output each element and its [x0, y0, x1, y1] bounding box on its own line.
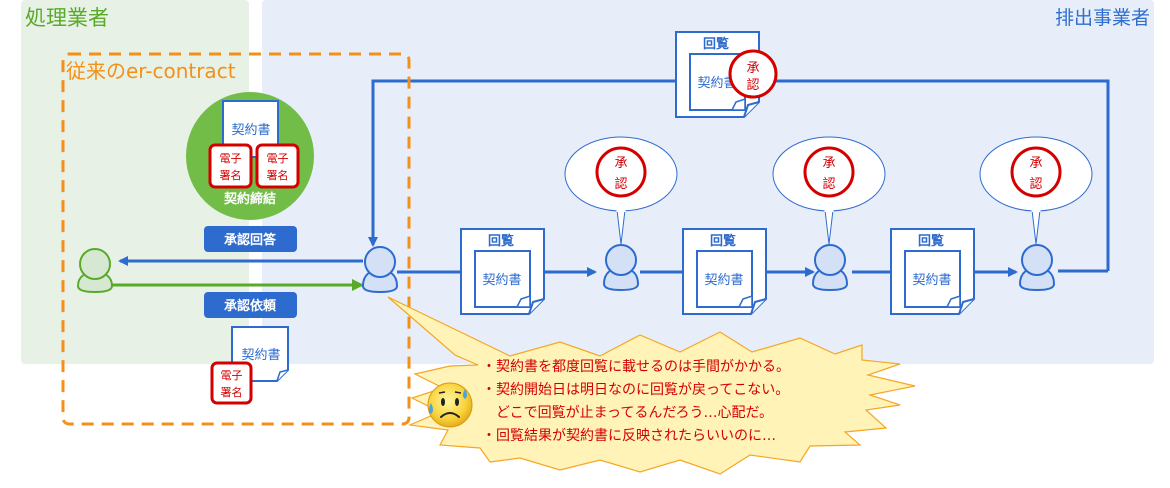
circulation-doc-approved: 回覧 契約書 承 認	[675, 31, 778, 118]
approval-answer-badge: 承認回答	[204, 226, 297, 252]
svg-text:契約書: 契約書	[697, 76, 736, 91]
processor-region	[21, 0, 249, 364]
svg-text:契約書: 契約書	[912, 273, 951, 288]
approver-person-icon-3	[1019, 244, 1055, 291]
approval-answer-label: 承認回答	[224, 232, 277, 248]
svg-text:認: 認	[1029, 176, 1042, 192]
complaint-line-2: ・契約開始日は明日なのに回覧が戻ってこない。	[482, 381, 789, 398]
complaint-line-1: ・契約書を都度回覧に載せるのは手間がかかる。	[482, 358, 790, 375]
svg-text:契約書: 契約書	[241, 348, 280, 363]
approval-request-badge: 承認依頼	[204, 292, 297, 318]
contract-doc-title: 契約書	[231, 123, 270, 138]
approval-seal-icon	[728, 49, 778, 99]
approval-request-label: 承認依頼	[224, 298, 277, 314]
circulation-doc-1: 回覧 契約書	[460, 228, 545, 315]
svg-text:認: 認	[822, 176, 835, 192]
processor-label: 処理業者	[25, 6, 109, 30]
discharger-label: 排出事業者	[1055, 7, 1150, 29]
legacy-boundary	[61, 52, 411, 426]
svg-text:署名: 署名	[221, 385, 243, 399]
svg-text:契約書: 契約書	[704, 273, 743, 288]
complaint-line-3: どこで回覧が止まってるんだろう…心配だ。	[482, 404, 773, 421]
svg-text:契約書: 契約書	[482, 273, 521, 288]
complaint-burst: ・契約書を都度回覧に載せるのは手間がかかる。 ・契約開始日は明日なのに回覧が戻っ…	[387, 296, 916, 475]
svg-text:認: 認	[614, 176, 627, 192]
worried-face-icon	[427, 382, 473, 428]
contract-concluded-group: 契約書 電子 署名 電子 署名 契約締結	[186, 92, 314, 220]
signed-contract-doc: 契約書 電子 署名	[210, 326, 289, 405]
svg-text:署名: 署名	[267, 168, 289, 182]
contract-concluded-label: 契約締結	[223, 191, 276, 207]
svg-text:承: 承	[614, 156, 627, 171]
approver-person-icon-1	[603, 244, 639, 291]
approval-bubble-2: 承 認	[771, 135, 887, 246]
svg-text:電子: 電子	[220, 152, 242, 165]
svg-text:承: 承	[746, 61, 759, 76]
circulation-doc-2: 回覧 契約書	[682, 228, 767, 315]
svg-text:認: 認	[746, 77, 759, 93]
svg-text:回覧: 回覧	[703, 36, 729, 52]
legacy-label: 従来のer-contract	[66, 59, 236, 83]
svg-text:承: 承	[822, 156, 835, 171]
approval-bubble-3: 承 認	[978, 135, 1094, 246]
svg-text:回覧: 回覧	[488, 233, 514, 249]
discharger-person-icon	[362, 246, 398, 293]
approver-person-icon-2	[812, 244, 848, 291]
signature-stamp-1: 電子 署名	[208, 143, 253, 189]
svg-text:署名: 署名	[220, 168, 242, 182]
approval-bubble-1: 承 認	[563, 135, 679, 246]
svg-text:回覧: 回覧	[918, 233, 944, 249]
circulation-doc-3: 回覧 契約書	[890, 228, 975, 315]
svg-text:電子: 電子	[267, 152, 289, 165]
complaint-line-4: ・回覧結果が契約書に反映されたらいいのに…	[482, 427, 776, 444]
svg-text:回覧: 回覧	[710, 233, 736, 249]
svg-text:承: 承	[1029, 156, 1042, 171]
svg-text:電子: 電子	[221, 369, 243, 382]
signature-stamp-2: 電子 署名	[255, 143, 300, 189]
processor-person-icon	[76, 248, 114, 294]
